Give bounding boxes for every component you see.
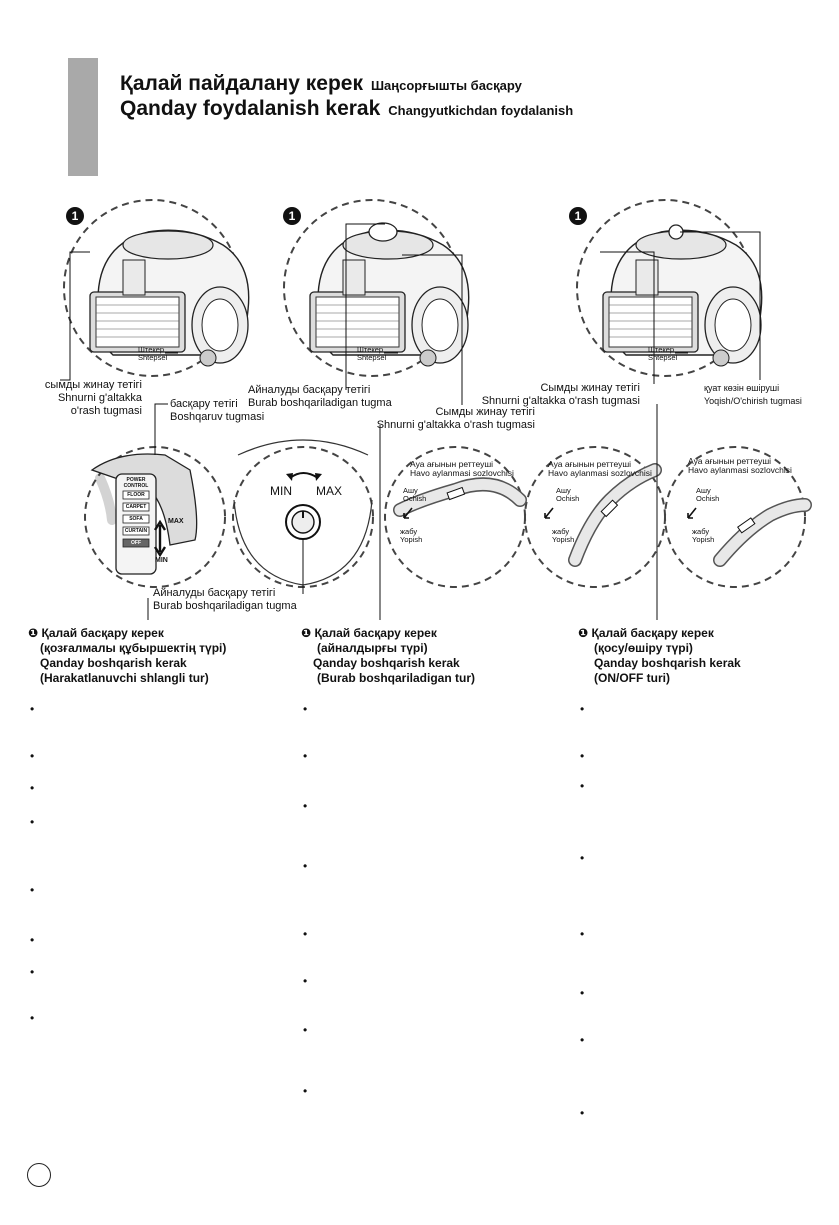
- bullet-2-7: •: [303, 1023, 308, 1037]
- hose-handle-drawing: [90, 453, 198, 575]
- handle-btn-curtain: CURTAIN: [124, 528, 148, 534]
- section-heading-3: ❶ Қалай басқару керек (қосу/өшіру түрі) …: [578, 626, 741, 685]
- col3-cord-callout: Сымды жинау тетігі Shnurni g'altakka o'r…: [481, 382, 640, 407]
- airflow-hose-1: [393, 477, 527, 517]
- vacuum-drawing-2: [309, 222, 470, 367]
- vacuum-drawing-3: [602, 224, 763, 367]
- vacuum-drawing-1: [89, 229, 250, 367]
- handle-min-label: MIN: [155, 557, 168, 564]
- bullet-2-8: •: [303, 1084, 308, 1098]
- bullet-3-3: •: [580, 779, 585, 793]
- col1-control-callout: басқару тетігі Boshqaruv tugmasi: [170, 398, 265, 423]
- bullet-1-1: •: [30, 702, 35, 716]
- airflow-circle-3: [664, 446, 806, 588]
- bullet-1-5: •: [30, 883, 35, 897]
- section-heading-1: ❶ Қалай басқару керек (қозғалмалы құбырш…: [28, 626, 227, 685]
- bullet-3-6: •: [580, 986, 585, 1000]
- airflow-hose-3: [713, 498, 812, 567]
- bullet-1-4: •: [30, 815, 35, 829]
- handle-btn-floor: FLOOR: [127, 492, 145, 498]
- header-side-bar: [68, 58, 98, 176]
- bullet-3-8: •: [580, 1106, 585, 1120]
- handle-max-label: MAX: [168, 518, 184, 525]
- bullet-3-1: •: [580, 702, 585, 716]
- handle-btn-carpet: CARPET: [125, 504, 147, 510]
- bullet-1-2: •: [30, 749, 35, 763]
- col2-dial-callout: Айналуды басқару тетігі Burab boshqarila…: [153, 587, 297, 612]
- bullet-1-3: •: [30, 781, 35, 795]
- airflow-hose-2: [568, 463, 662, 567]
- bullet-3-2: •: [580, 749, 585, 763]
- handle-btn-off: OFF: [131, 540, 141, 546]
- bullet-2-3: •: [303, 799, 308, 813]
- col2-knob-callout: Айналуды басқару тетігі Burab boshqarila…: [248, 384, 392, 409]
- dial-max-label: MAX: [316, 484, 343, 498]
- bullet-2-2: •: [303, 749, 308, 763]
- bullet-3-4: •: [580, 851, 585, 865]
- handle-btn-sofa: SOFA: [129, 516, 143, 522]
- bullet-2-4: •: [303, 859, 308, 873]
- bullet-3-5: •: [580, 927, 585, 941]
- col2-cord-callout: Сымды жинау тетігі Shnurni g'altakka o'r…: [376, 406, 535, 431]
- bullet-1-7: •: [30, 965, 35, 979]
- col3-power-callout: қуат көзін өшіруші Yoqish/O'chirish tugm…: [704, 383, 802, 406]
- step-badge-2: 1: [283, 207, 301, 225]
- bullet-3-7: •: [580, 1033, 585, 1047]
- page-number-circle: [27, 1163, 51, 1187]
- bullet-2-1: •: [303, 702, 308, 716]
- step-badge-3: 1: [569, 207, 587, 225]
- bullet-1-8: •: [30, 1011, 35, 1025]
- col1-cord-callout: сымды жинау тетігі Shnurni g'altakka o'r…: [44, 379, 142, 417]
- airflow-arrows: [403, 507, 697, 519]
- section-heading-2: ❶ Қалай басқару керек (айналдырғы түрі) …: [301, 626, 476, 685]
- leader-lines: [60, 223, 761, 620]
- bullet-1-6: •: [30, 933, 35, 947]
- bullet-2-6: •: [303, 974, 308, 988]
- step-badge-1: 1: [66, 207, 84, 225]
- bullet-2-5: •: [303, 927, 308, 941]
- dial-min-label: MIN: [270, 484, 292, 498]
